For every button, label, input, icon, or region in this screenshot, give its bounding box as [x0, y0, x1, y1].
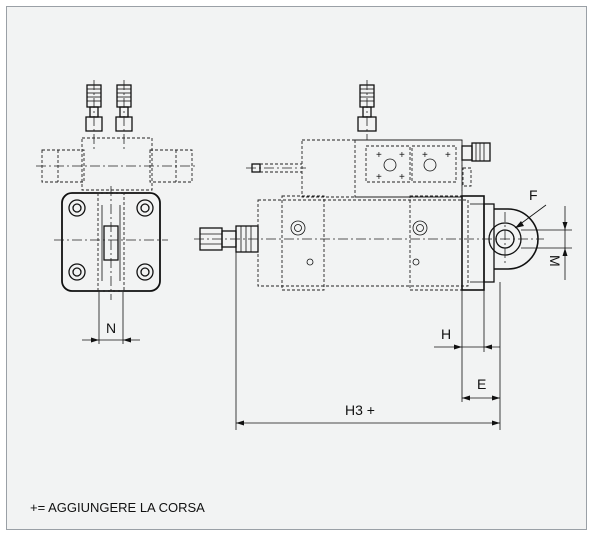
- end-cap-bolts: [68, 199, 154, 281]
- label-n: N: [106, 320, 116, 336]
- dimension-h3: [235, 252, 500, 430]
- svg-text:+: +: [376, 150, 382, 161]
- dimension-h: [434, 290, 500, 402]
- footnote: += AGGIUNGERE LA CORSA: [30, 500, 205, 515]
- label-h3: H3 +: [345, 402, 375, 418]
- svg-text:+: +: [445, 150, 451, 161]
- svg-text:+: +: [376, 172, 382, 183]
- label-e: E: [477, 376, 486, 392]
- end-view-fittings: [85, 80, 133, 150]
- side-view: + + + + + +: [194, 80, 572, 430]
- cylinder-body: [257, 199, 469, 287]
- dimension-n: [82, 292, 140, 344]
- end-view: [36, 80, 198, 344]
- drawing-frame: [6, 6, 587, 530]
- dimension-m: [521, 206, 572, 280]
- svg-text:+: +: [399, 150, 405, 161]
- svg-text:+: +: [399, 172, 405, 183]
- rear-clevis: [461, 195, 539, 291]
- dimension-e: [462, 282, 501, 430]
- dimension-f: [514, 204, 547, 229]
- side-view-fitting: [357, 80, 377, 140]
- label-h: H: [441, 326, 451, 342]
- svg-text:+: +: [422, 150, 428, 161]
- label-f: F: [529, 187, 538, 203]
- label-m: M: [547, 255, 563, 267]
